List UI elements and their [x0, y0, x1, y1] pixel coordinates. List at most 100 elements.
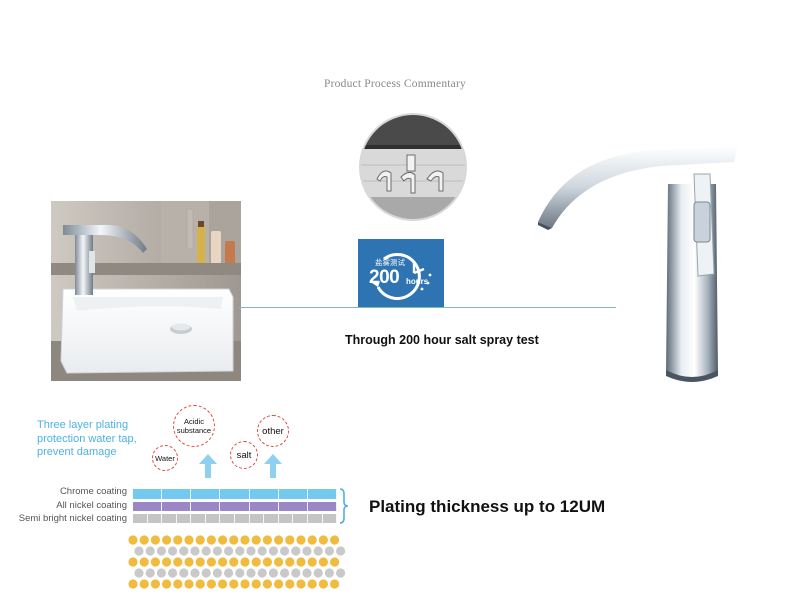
base-metal-dot [296, 535, 306, 545]
base-metal-dot [262, 579, 272, 589]
layer-segment [191, 514, 206, 523]
base-metal-dot [179, 546, 189, 556]
base-metal-dot [318, 557, 328, 567]
base-metal-dot [128, 579, 138, 589]
plating-intro-text: Three layer plating protection water tap… [37, 419, 137, 458]
salt-spray-200-hours-badge: 盐雾测试 200 hours [358, 239, 444, 307]
layer-segment [162, 514, 177, 523]
badge-number: 200 [369, 267, 400, 288]
base-metal-dot [218, 535, 228, 545]
base-metal-dot [307, 579, 317, 589]
base-metal-dot [262, 557, 272, 567]
base-metal-dot [201, 568, 211, 578]
base-metal-dot [324, 546, 334, 556]
layer-segment [162, 489, 192, 499]
base-metal-dot [274, 579, 284, 589]
layer-label-semi-bright-nickel: Semi bright nickel coating [18, 513, 127, 524]
layer-segment [220, 514, 236, 523]
base-metal-dot [206, 579, 216, 589]
base-metal-dot [280, 568, 290, 578]
base-metal-dot [206, 535, 216, 545]
base-metal-dot [330, 535, 340, 545]
base-metal-dot [190, 568, 200, 578]
base-metal-dot [195, 535, 205, 545]
base-metal-dot [268, 546, 278, 556]
base-metal-dot [307, 557, 317, 567]
plating-thickness-text: Plating thickness up to 12UM [369, 497, 606, 516]
base-metal-dot [291, 546, 301, 556]
base-metal-dot [206, 557, 216, 567]
base-metal-dot [262, 535, 272, 545]
base-metal-dot [296, 557, 306, 567]
semi-bright-nickel-layer-bar [133, 514, 338, 523]
layer-segment [133, 502, 163, 511]
badge-cn-label: 盐雾测试 [375, 258, 405, 267]
base-metal-dot [324, 568, 334, 578]
base-metal-dot [251, 557, 261, 567]
threat-bubble-acidic-substance: Acidic substance [173, 405, 215, 447]
base-metal-dot [246, 546, 256, 556]
base-metal-dot [150, 557, 160, 567]
base-metal-dot [285, 557, 295, 567]
base-metal-dot [302, 568, 312, 578]
base-metal-dot [156, 546, 166, 556]
layer-segment [264, 514, 279, 523]
base-metal-dot [150, 579, 160, 589]
base-metal-dot [257, 546, 267, 556]
badge-unit: hours [406, 277, 429, 286]
layer-segment [249, 514, 265, 523]
base-metal-dot [224, 568, 234, 578]
clock-icon [372, 253, 432, 300]
base-metal-dot [318, 579, 328, 589]
base-metal-dot [246, 568, 256, 578]
base-metal-dot [128, 535, 138, 545]
base-metal-dot [184, 535, 194, 545]
base-metal-dot [156, 568, 166, 578]
base-metal-dot [330, 579, 340, 589]
salt-spray-caption: Through 200 hour salt spray test [345, 333, 539, 347]
base-metal-dot [336, 568, 346, 578]
base-metal-dot [280, 546, 290, 556]
base-metal-dot [251, 579, 261, 589]
layer-segment [249, 502, 279, 511]
base-metal-dot [150, 535, 160, 545]
all-nickel-layer-bar [133, 502, 337, 511]
connector-line [238, 307, 616, 308]
layer-segment [307, 489, 337, 499]
base-metal-dot [274, 557, 284, 567]
base-metal-dot [173, 579, 183, 589]
threat-bubble-other: other [257, 415, 289, 447]
layer-label-all-nickel: All nickel coating [56, 500, 127, 511]
layer-segment [322, 514, 338, 523]
base-metal-dot [251, 535, 261, 545]
layer-segment [205, 514, 221, 523]
base-metal-dot [313, 546, 323, 556]
layer-label-chrome: Chrome coating [59, 486, 127, 497]
base-metal-dot [229, 579, 239, 589]
base-metal-dot [235, 546, 245, 556]
arrow-up-icon [199, 454, 217, 478]
layer-segment [133, 514, 148, 523]
salt-spray-chamber-photo [359, 113, 467, 221]
layer-segment [307, 502, 337, 511]
waterfall-faucet-illustration [536, 146, 738, 382]
base-metal-dot [201, 546, 211, 556]
chrome-layer-bar [133, 489, 337, 499]
base-metal-dot [240, 535, 250, 545]
base-metal-dot [257, 568, 267, 578]
base-metal-dot [145, 546, 155, 556]
base-metal-dot [291, 568, 301, 578]
base-metal-dot [268, 568, 278, 578]
sink-faucet-photo [51, 201, 241, 381]
base-metal-dot [218, 557, 228, 567]
base-metal-dot [134, 568, 144, 578]
base-metal-dot [168, 546, 178, 556]
layer-segment [307, 514, 323, 523]
base-metal-dot [285, 535, 295, 545]
base-metal-dot [235, 568, 245, 578]
base-metal-dot [184, 579, 194, 589]
layer-segment [278, 514, 294, 523]
threat-bubble-water: Water [152, 445, 178, 471]
base-metal-dot [190, 546, 200, 556]
base-metal-dot [224, 546, 234, 556]
